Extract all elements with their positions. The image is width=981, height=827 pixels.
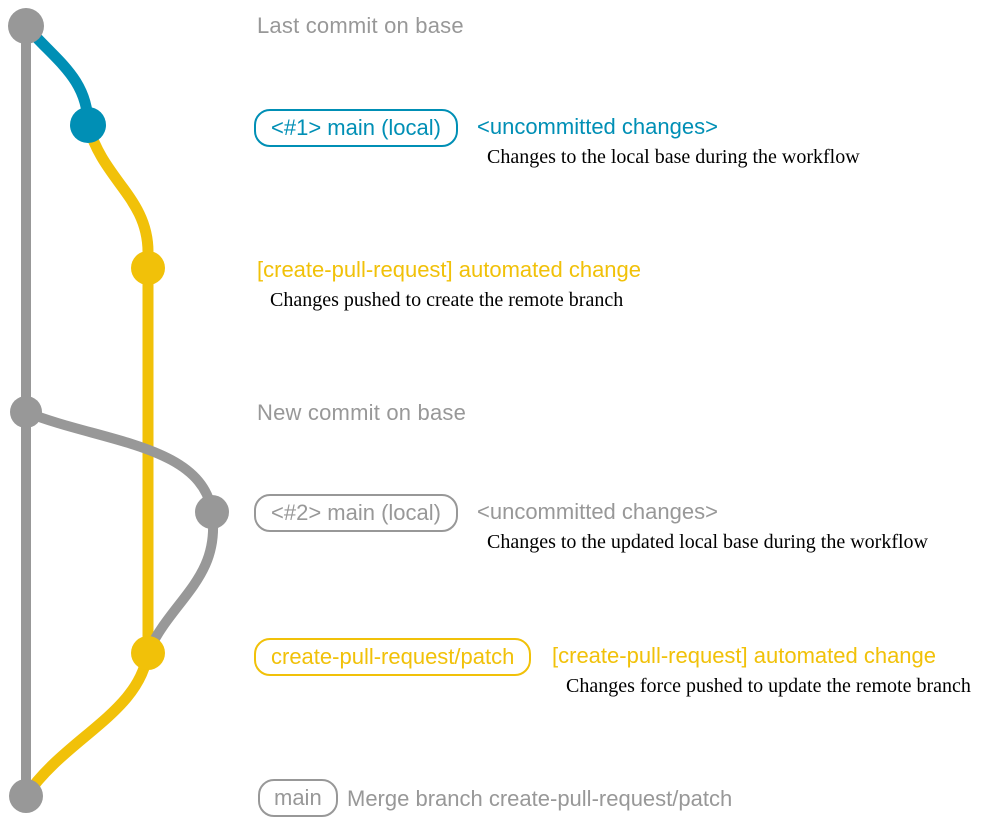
status-uncommitted-changes-1: <uncommitted changes> xyxy=(477,114,718,139)
patch-branch-line xyxy=(82,119,154,654)
commit-dot-automated-change-1 xyxy=(131,251,165,285)
commit-dot-uncommitted-1 xyxy=(70,107,106,143)
branch-badge-main-local-1: <#1> main (local) xyxy=(254,109,458,147)
branch-badge-main-local-2: <#2> main (local) xyxy=(254,494,458,532)
description-updated-local-base-changes: Changes to the updated local base during… xyxy=(487,531,928,553)
caption-last-commit-on-base: Last commit on base xyxy=(257,13,464,38)
commit-dot-uncommitted-2 xyxy=(195,495,229,529)
base-update-curve xyxy=(21,407,219,655)
commit-message-automated-change-2: [create-pull-request] automated change xyxy=(552,643,937,668)
branch-badge-create-pull-request-patch: create-pull-request/patch xyxy=(254,638,532,676)
description-pushed-create-remote: Changes pushed to create the remote bran… xyxy=(270,289,624,311)
status-uncommitted-changes-2: <uncommitted changes> xyxy=(477,499,718,524)
merge-into-base-curve xyxy=(20,644,154,802)
commit-dot-new-base xyxy=(10,396,42,428)
caption-new-commit-on-base: New commit on base xyxy=(257,400,467,425)
commit-dot-merge xyxy=(9,779,43,813)
commit-message-merge-branch: Merge branch create-pull-request/patch xyxy=(347,786,733,811)
description-force-pushed-update-remote: Changes force pushed to update the remot… xyxy=(566,675,971,697)
description-local-base-changes: Changes to the local base during the wor… xyxy=(487,146,860,168)
commit-dot-last-base xyxy=(8,8,44,44)
commit-dot-automated-change-2 xyxy=(131,636,165,670)
branch-badge-main: main xyxy=(258,779,338,817)
commit-message-automated-change-1: [create-pull-request] automated change xyxy=(257,257,642,282)
